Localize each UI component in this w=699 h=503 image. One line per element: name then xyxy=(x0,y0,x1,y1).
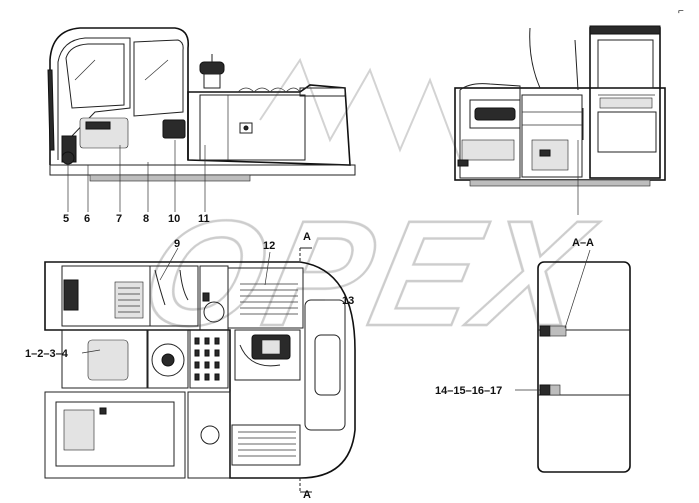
section-title: A–A xyxy=(572,237,594,249)
callout-14-17: 14–15–16–17 xyxy=(435,385,502,397)
callout-12: 12 xyxy=(263,240,275,252)
callout-1-4: 1–2–3–4 xyxy=(25,348,69,360)
rear-view xyxy=(454,25,666,215)
section-marker-top: A xyxy=(303,231,311,243)
section-a-a xyxy=(515,249,631,473)
callout-9: 9 xyxy=(174,238,180,250)
top-view xyxy=(44,247,356,493)
section-marker-bottom: A xyxy=(303,489,311,501)
callout-11: 11 xyxy=(198,213,210,225)
callout-8: 8 xyxy=(143,213,149,225)
callout-5: 5 xyxy=(63,213,69,225)
callout-6: 6 xyxy=(84,213,90,225)
callout-7: 7 xyxy=(116,213,122,225)
callout-labels: 5 6 7 8 10 11 9 12 13 1–2–3–4 14–15–16–1… xyxy=(25,6,684,501)
corner-mark: ⌐ xyxy=(678,6,684,17)
side-view xyxy=(47,27,356,212)
watermark: OPEX xyxy=(128,57,608,359)
callout-13: 13 xyxy=(342,295,354,307)
callout-10: 10 xyxy=(168,213,180,225)
